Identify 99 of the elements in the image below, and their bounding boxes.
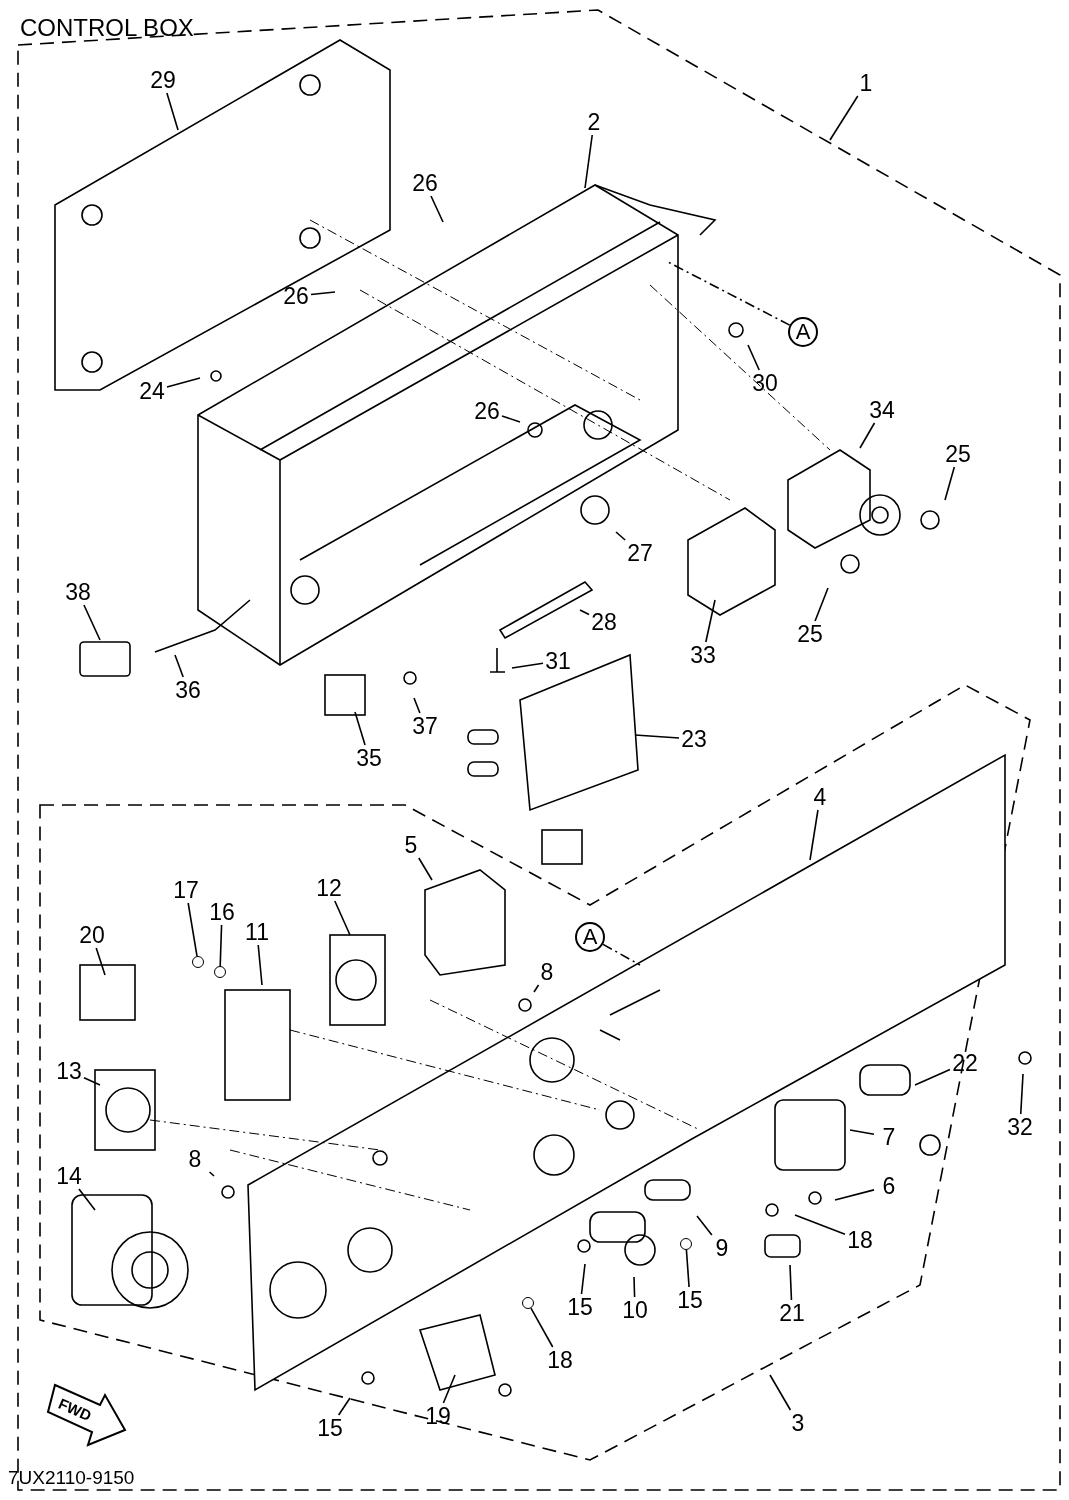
callout-number: 26 xyxy=(410,170,440,196)
callout-number: 37 xyxy=(410,713,440,739)
leader-line xyxy=(747,344,760,371)
leader-line xyxy=(914,1068,951,1086)
leader-line xyxy=(413,697,421,714)
callout-number: 33 xyxy=(688,642,718,668)
fastener xyxy=(522,1297,534,1309)
callout-number: 10 xyxy=(620,1297,650,1323)
direction-label: FWD xyxy=(56,1395,94,1424)
callout-number: 27 xyxy=(625,540,655,566)
diagram-title: CONTROL BOX xyxy=(20,16,194,40)
callout-number: 19 xyxy=(423,1403,453,1429)
leader-line xyxy=(579,609,590,616)
callout-number: 9 xyxy=(707,1235,737,1261)
leader-line xyxy=(533,984,540,993)
leader-line xyxy=(219,924,223,967)
callout-number: 5 xyxy=(396,832,426,858)
callout-number: 15 xyxy=(675,1287,705,1313)
leader-line xyxy=(442,1374,456,1404)
leader-line xyxy=(418,857,433,881)
callout-number: 1 xyxy=(851,70,881,96)
drawing-number: 7UX2110-9150 xyxy=(8,1468,135,1487)
callout-number: 26 xyxy=(281,283,311,309)
callout-number: 30 xyxy=(750,370,780,396)
callout-number: 11 xyxy=(242,919,272,945)
callout-number: 21 xyxy=(777,1300,807,1326)
callout-number: 8 xyxy=(180,1146,210,1172)
leader-line xyxy=(208,1171,215,1177)
leader-line xyxy=(334,900,351,936)
callout-number: 18 xyxy=(845,1227,875,1253)
leader-line xyxy=(430,195,444,223)
leader-line xyxy=(584,134,594,189)
leader-line xyxy=(705,599,716,643)
callout-number: 25 xyxy=(795,621,825,647)
callout-number: 20 xyxy=(77,922,107,948)
callout-number: 38 xyxy=(63,579,93,605)
leader-line xyxy=(580,1263,586,1295)
callout-number: 17 xyxy=(171,877,201,903)
callout-number: 15 xyxy=(315,1415,345,1441)
callout-number: 25 xyxy=(943,441,973,467)
leader-line xyxy=(187,902,198,957)
reference-mark: A xyxy=(575,922,605,952)
leader-line xyxy=(78,1188,96,1211)
callout-number: 32 xyxy=(1005,1114,1035,1140)
fastener xyxy=(680,1238,692,1250)
leader-line xyxy=(1019,1073,1024,1115)
leader-line xyxy=(634,734,680,739)
callout-number: 3 xyxy=(783,1410,813,1436)
callout-number: 22 xyxy=(950,1050,980,1076)
leader-line xyxy=(834,1189,875,1201)
callout-number: 34 xyxy=(867,397,897,423)
leader-line xyxy=(166,92,179,131)
leader-line xyxy=(794,1214,846,1236)
leader-line xyxy=(789,1264,793,1301)
leader-line xyxy=(310,291,336,296)
leader-line xyxy=(83,1076,101,1086)
leader-line xyxy=(174,654,184,678)
leader-line xyxy=(849,1129,875,1136)
callout-number: 13 xyxy=(54,1058,84,1084)
callout-number: 14 xyxy=(54,1163,84,1189)
reference-mark: A xyxy=(788,317,818,347)
callout-number: 29 xyxy=(148,67,178,93)
callout-number: 23 xyxy=(679,726,709,752)
leader-line xyxy=(615,531,626,541)
leader-line xyxy=(166,377,201,388)
leader-line xyxy=(685,1249,690,1288)
callout-number: 8 xyxy=(532,959,562,985)
leader-line xyxy=(829,95,859,141)
callout-number: 16 xyxy=(207,899,237,925)
leader-line xyxy=(633,1276,636,1298)
leader-line xyxy=(530,1307,554,1348)
callout-number: 6 xyxy=(874,1173,904,1199)
leader-line xyxy=(354,711,366,746)
callout-number: 31 xyxy=(543,648,573,674)
callout-number: 36 xyxy=(173,677,203,703)
callout-number: 15 xyxy=(565,1294,595,1320)
callout-number: 28 xyxy=(589,609,619,635)
leader-line xyxy=(83,604,101,641)
leader-line xyxy=(511,662,544,669)
leader-line xyxy=(95,947,106,976)
leader-line xyxy=(337,1397,351,1416)
callout-number: 7 xyxy=(874,1124,904,1150)
callout-number: 4 xyxy=(805,784,835,810)
callout-number: 2 xyxy=(579,109,609,135)
leader-line xyxy=(696,1215,713,1236)
leader-line xyxy=(809,809,819,861)
leader-line xyxy=(859,422,876,449)
callout-number: 12 xyxy=(314,875,344,901)
leader-line xyxy=(257,944,263,986)
leader-line xyxy=(769,1374,792,1411)
fastener xyxy=(214,966,226,978)
leader-line xyxy=(814,587,829,622)
callout-number: 24 xyxy=(137,378,167,404)
callout-number: 35 xyxy=(354,745,384,771)
leader-line xyxy=(944,466,956,501)
fastener xyxy=(192,956,204,968)
callout-number: 18 xyxy=(545,1347,575,1373)
callout-number: 26 xyxy=(472,398,502,424)
leader-line xyxy=(501,415,521,423)
